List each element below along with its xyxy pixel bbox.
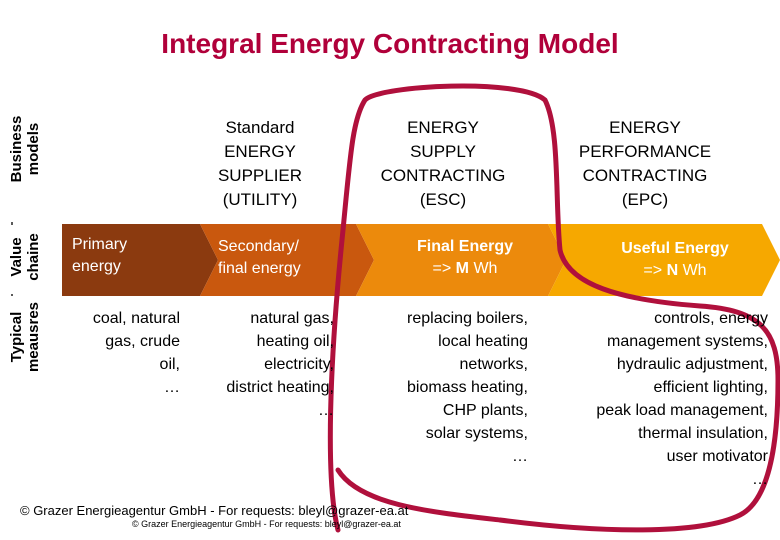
measures-final-line4: biomass heating, [407,379,528,396]
value-chain-useful-label: Useful Energy => N Wh [585,238,765,282]
primary-line2: energy [72,258,121,275]
value-chain-secondary-arrow [200,224,374,296]
measures-useful-line3: hydraulic adjustment, [616,356,768,373]
useful-line2-suffix: Wh [678,262,707,279]
secondary-line2: final energy [218,260,301,277]
footer-copyright-small: © Grazer Energieagentur GmbH - For reque… [132,519,401,529]
measures-secondary-line3: electricity, [264,356,334,373]
measures-primary-line1: coal, natural [92,310,180,327]
row-label-measures-line1: Typical [8,311,25,363]
useful-line2-prefix: => [643,262,667,279]
epc-line3: CONTRACTING [582,166,708,185]
measures-primary: coal, natural gas, crude oil, … [40,307,180,399]
measures-primary-line3: oil, [159,356,180,373]
row-label-value-line1: Value [8,237,25,277]
esc-epc-highlight-loop [327,83,780,533]
measures-useful-line7: user motivator [666,448,768,465]
value-chain-secondary-label: Secondary/ final energy [218,236,338,280]
business-model-epc: ENERGY PERFORMANCE CONTRACTING (EPC) [560,116,730,212]
esc-line1: ENERGY [407,118,479,137]
epc-line4: (EPC) [621,190,669,209]
esc-line3: CONTRACTING [380,166,506,185]
measures-useful-line2: management systems, [607,333,768,350]
row-label-business-line2: models [25,122,42,176]
useful-line2-unit-prefix: N [666,262,679,279]
row-label-value-chain: Value chaine [8,222,42,292]
measures-secondary-line1: natural gas, [250,310,334,327]
measures-useful-line4: efficient lighting, [653,379,768,396]
value-chain-final-arrow [356,224,566,296]
footer-copyright: © Grazer Energieagentur GmbH - For reque… [20,503,409,518]
measures-useful-line8: … [752,471,768,488]
esc-line2: SUPPLY [410,142,476,161]
measures-useful: controls, energy management systems, hyd… [540,307,768,491]
utility-line2: ENERGY [224,142,296,161]
primary-line1: Primary [72,236,128,253]
measures-useful-line5: peak load management, [596,402,768,419]
final-line2: => M Wh [385,258,545,280]
utility-line4: (UTILITY) [222,190,298,209]
measures-primary-line2: gas, crude [105,333,180,350]
measures-secondary: natural gas, heating oil, electricity, d… [180,307,334,422]
measures-final-line1: replacing boilers, [407,310,528,327]
row-label-business-models: Business models [8,94,42,204]
utility-line1: Standard [225,118,295,137]
measures-final-line6: solar systems, [425,425,528,442]
final-line2-unit-prefix: M [455,260,469,277]
row-label-value-line2: chaine [25,233,42,281]
measures-secondary-line4: district heating, [226,379,334,396]
value-chain-final-label: Final Energy => M Wh [385,236,545,280]
business-model-esc: ENERGY SUPPLY CONTRACTING (ESC) [363,116,523,212]
epc-line2: PERFORMANCE [578,142,712,161]
final-line2-prefix: => [432,260,456,277]
useful-line1: Useful Energy [621,240,729,257]
measures-final-line3: networks, [459,356,528,373]
row-label-business-line1: Business [8,115,25,183]
secondary-line1: Secondary/ [218,238,299,255]
value-chain-useful-arrow [548,224,780,296]
row-label-typical-measures: Typical meausres [8,292,42,382]
measures-secondary-line2: heating oil, [256,333,334,350]
measures-useful-line1: controls, energy [654,310,768,327]
measures-final: replacing boilers, local heating network… [360,307,528,468]
value-chain-primary-label: Primary energy [72,234,162,278]
final-line1: Final Energy [416,238,514,255]
esc-line4: (ESC) [419,190,467,209]
measures-final-line2: local heating [438,333,528,350]
diagram-title: Integral Energy Contracting Model [161,28,619,59]
measures-final-line7: … [512,448,528,465]
final-line2-suffix: Wh [469,260,498,277]
utility-line3: SUPPLIER [217,166,303,185]
measures-secondary-line5: … [318,402,334,419]
business-model-utility: Standard ENERGY SUPPLIER (UTILITY) [185,116,335,212]
measures-final-line5: CHP plants, [442,402,528,419]
epc-line1: ENERGY [609,118,681,137]
value-chain-primary-arrow [62,224,218,296]
useful-line2: => N Wh [585,260,765,282]
measures-useful-line6: thermal insulation, [638,425,768,442]
measures-primary-line4: … [164,379,180,396]
